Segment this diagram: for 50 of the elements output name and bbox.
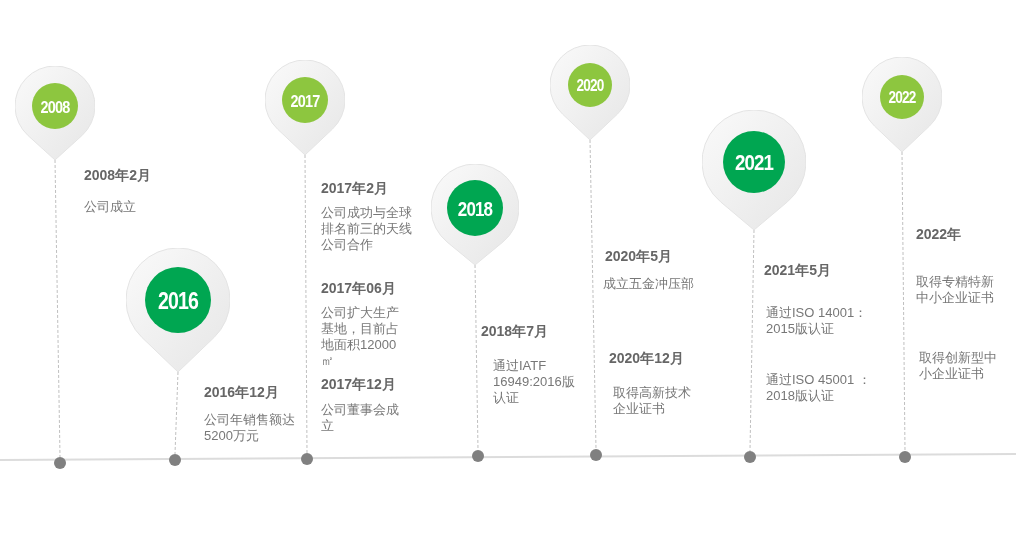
dashed-connector — [304, 154, 308, 454]
date-label: 2008年2月 — [84, 167, 151, 183]
date-label: 2017年06月 — [321, 280, 396, 296]
date-label: 2017年12月 — [321, 376, 396, 392]
date-label: 2016年12月 — [204, 384, 279, 400]
event-text: 取得高新技术企业证书 — [613, 385, 692, 417]
dashed-connector — [54, 159, 61, 458]
dashed-connector — [901, 151, 906, 452]
event-text: 通过ISO 45001 ：2018版认证 — [766, 372, 872, 404]
event-text: 公司成立 — [84, 199, 137, 215]
timeline-dot — [472, 450, 484, 462]
year-label: 2021 — [733, 152, 775, 174]
timeline-dot — [590, 449, 602, 461]
year-label: 2008 — [39, 98, 71, 116]
dashed-connector — [749, 229, 755, 452]
event-text: 公司扩大生产基地，目前占地面积12000㎡ — [321, 305, 400, 369]
location-pin — [265, 60, 345, 155]
timeline-dot — [169, 454, 181, 466]
timeline-dot — [744, 451, 756, 463]
year-label: 2017 — [289, 92, 321, 110]
location-pin — [550, 45, 630, 140]
dashed-connector — [174, 371, 179, 455]
event-text: 取得专精特新中小企业证书 — [916, 274, 995, 306]
date-label: 2020年5月 — [605, 248, 672, 264]
location-pin — [862, 57, 942, 152]
event-text: 通过ISO 14001：2015版认证 — [766, 305, 869, 337]
event-text: 公司董事会成立 — [321, 402, 400, 434]
year-label: 2020 — [575, 78, 605, 94]
date-label: 2021年5月 — [764, 262, 831, 278]
timeline-dot — [301, 453, 313, 465]
timeline-dot — [54, 457, 66, 469]
date-label: 2018年7月 — [481, 323, 548, 339]
event-text: 成立五金冲压部 — [603, 276, 695, 292]
timeline-dot — [899, 451, 911, 463]
location-pin — [702, 110, 806, 230]
dashed-connector — [474, 264, 479, 451]
date-label: 2020年12月 — [609, 350, 684, 366]
date-label: 2022年 — [916, 226, 962, 242]
event-text: 取得创新型中小企业证书 — [919, 350, 998, 382]
year-label: 2016 — [156, 289, 200, 313]
dashed-connector — [589, 139, 597, 450]
event-text: 公司年销售额达5200万元 — [204, 412, 296, 444]
year-label: 2018 — [456, 199, 494, 219]
location-pin — [15, 66, 95, 160]
location-pin — [126, 248, 230, 372]
event-text: 公司成功与全球排名前三的天线公司合作 — [321, 205, 413, 253]
event-text: 通过IATF 16949:2016版认证 — [493, 358, 576, 406]
date-label: 2017年2月 — [321, 180, 388, 196]
location-pin — [431, 164, 519, 265]
year-label: 2022 — [887, 90, 917, 106]
